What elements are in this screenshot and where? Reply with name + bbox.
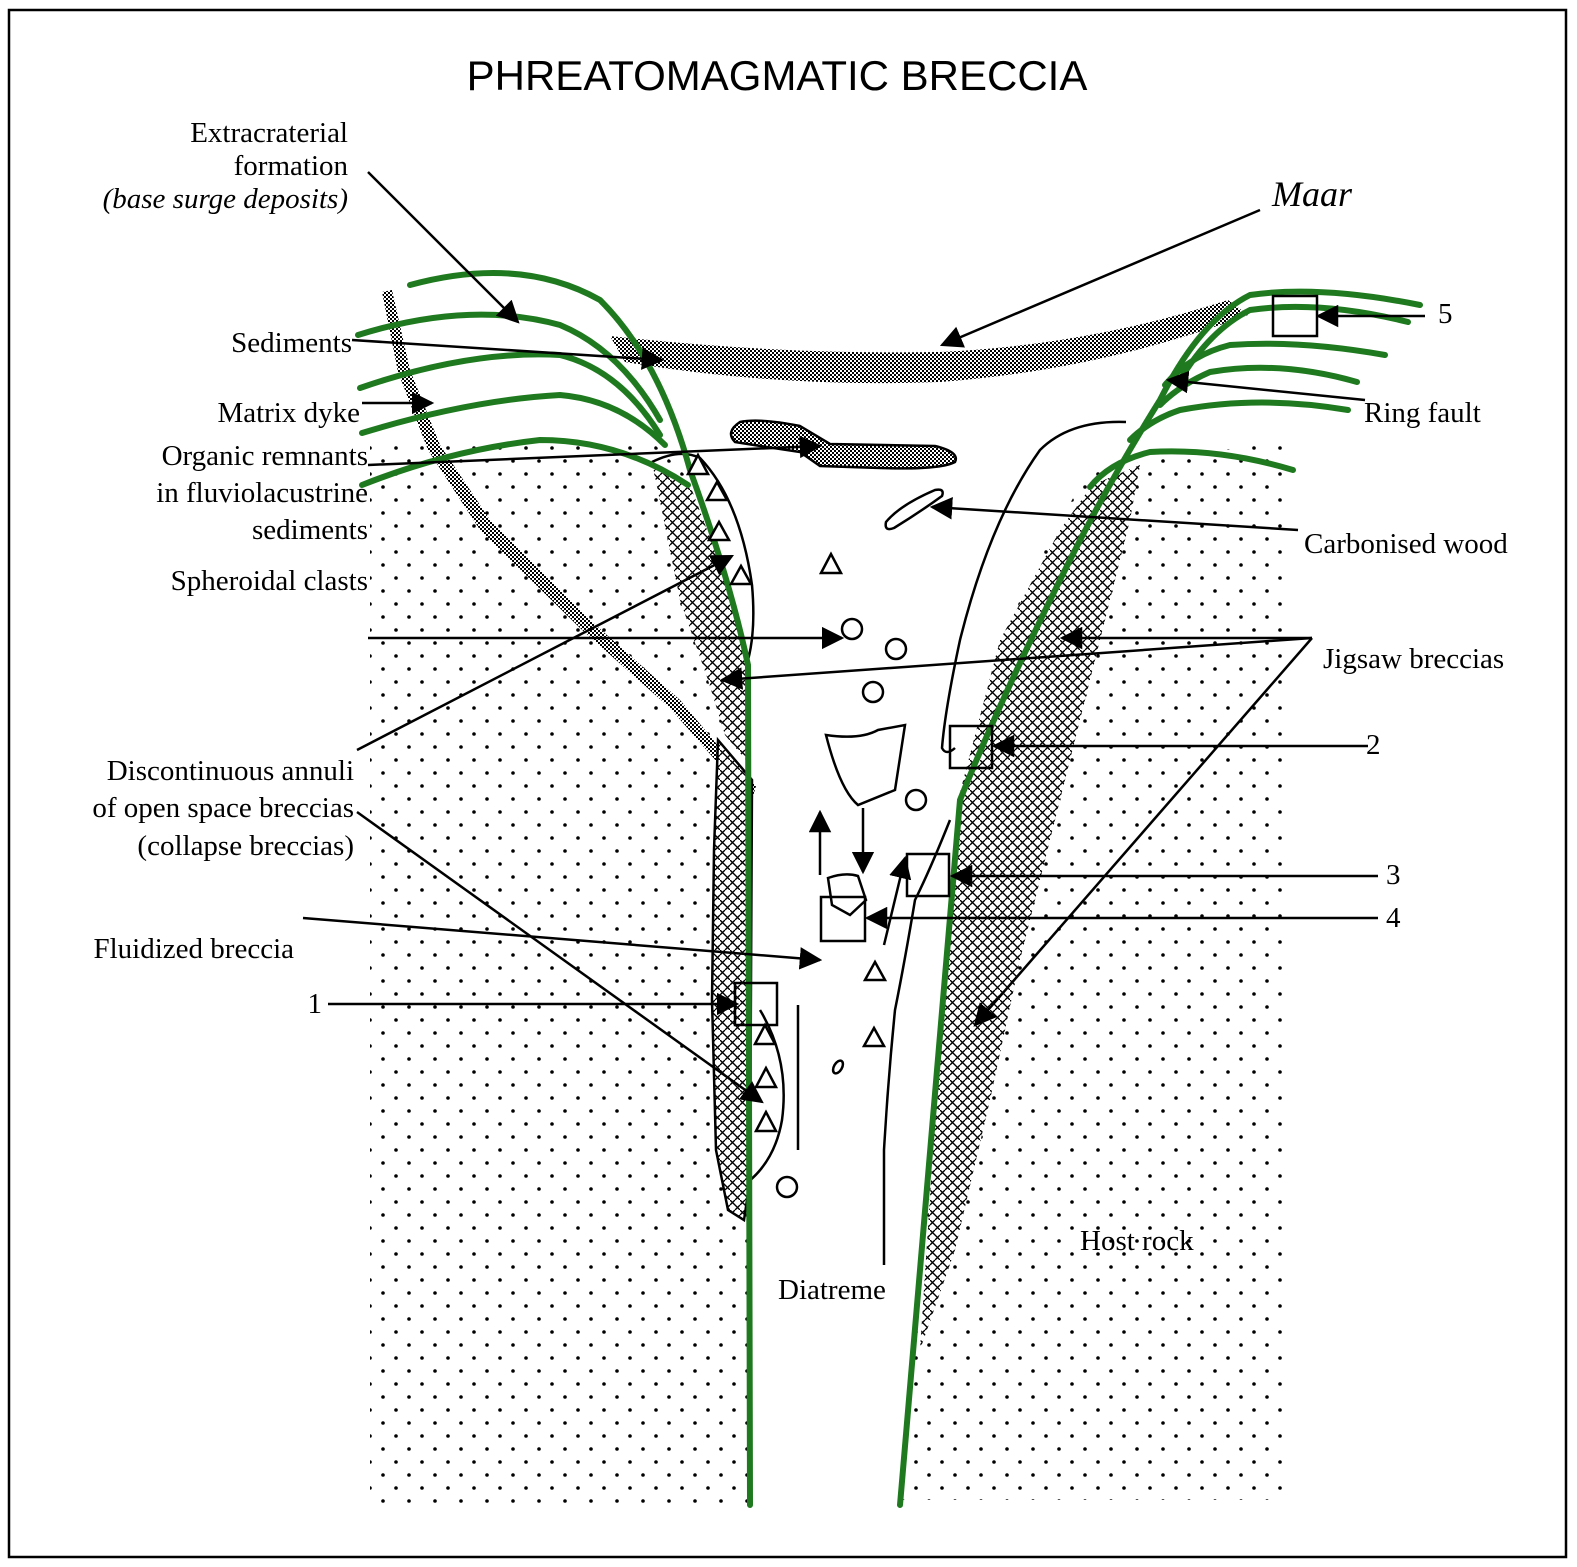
sample-box-5 — [1271, 294, 1319, 338]
label-base-surge: (base surge deposits) — [103, 183, 348, 215]
clast-triangle — [704, 479, 730, 502]
frame-border — [7, 8, 1568, 1559]
label-diatreme: Diatreme — [778, 1274, 886, 1306]
label-matrix-dyke: Matrix dyke — [217, 397, 360, 429]
fracture-line-right — [882, 819, 952, 1265]
label-collapse-breccias: (collapse breccias) — [137, 830, 354, 862]
label-number-4: 4 — [1386, 902, 1401, 934]
label-organic-remnants: Organic remnants — [162, 440, 368, 472]
leader-arrows — [302, 171, 1425, 1104]
open-space-breccia-outline-right — [940, 420, 1127, 754]
open-space-breccia-outline-left-lower — [747, 1009, 785, 1183]
clast-circle — [831, 1059, 845, 1075]
carbonised-wood — [884, 488, 944, 531]
host-rock-left — [370, 440, 748, 1510]
label-number-3: 3 — [1386, 859, 1401, 891]
label-extracraterial: Extracraterial — [190, 117, 348, 149]
arrow-maar — [939, 208, 1261, 348]
clast-block — [826, 873, 868, 917]
arrow-sediments — [351, 338, 665, 370]
label-carbonised-wood: Carbonised wood — [1304, 528, 1508, 560]
breccia-clasts — [685, 452, 928, 1199]
arrow-flow-diag — [882, 855, 912, 946]
clast-triangle — [685, 452, 711, 476]
clast-triangle — [728, 563, 754, 586]
clast-circle — [775, 1175, 799, 1199]
label-fluidized-breccia: Fluidized breccia — [94, 933, 295, 965]
clast-triangle — [706, 519, 732, 542]
maar-sediments — [610, 300, 1248, 384]
label-jigsaw-breccias: Jigsaw breccias — [1323, 643, 1504, 675]
arrow-ring-fault — [1165, 370, 1366, 402]
label-organic-sediments: sediments — [252, 514, 368, 546]
arrow-fluidized — [302, 916, 823, 970]
clast-triangle — [818, 551, 844, 575]
label-sediments: Sediments — [231, 327, 352, 359]
arrow-jigsaw-lower — [973, 637, 1313, 1027]
clast-circle — [840, 617, 864, 641]
ring-fault-left — [355, 270, 753, 1508]
arrow-carbonised — [929, 497, 1299, 532]
page-title: PHREATOMAGMATIC BRECCIA — [467, 52, 1088, 99]
clast-circle — [884, 637, 908, 661]
clast-block — [824, 723, 907, 807]
arrow-annuli-lower — [356, 810, 764, 1104]
label-fluviolacustrine: in fluviolacustrine — [156, 477, 368, 509]
label-discontinuous-annuli: Discontinuous annuli — [107, 755, 354, 787]
clast-triangle — [862, 959, 888, 982]
label-spheroidal-clasts: Spheroidal clasts — [171, 565, 368, 597]
label-extracraterial-formation: formation — [234, 150, 349, 182]
clast-triangle — [753, 1109, 779, 1133]
label-open-space-breccias: of open space breccias — [92, 792, 354, 824]
label-number-2: 2 — [1366, 729, 1381, 761]
label-ring-fault: Ring fault — [1364, 397, 1481, 429]
label-number-5: 5 — [1438, 298, 1453, 330]
label-host-rock: Host rock — [1080, 1225, 1194, 1257]
arrow-annuli-upper — [356, 554, 734, 752]
jigsaw-breccia-right — [920, 465, 1140, 1350]
ring-fault-right — [897, 288, 1423, 1508]
clast-triangle — [752, 1022, 778, 1046]
clast-triangle — [861, 1025, 887, 1048]
label-number-1: 1 — [308, 988, 323, 1020]
clast-triangle — [753, 1065, 779, 1089]
clast-circle — [861, 680, 885, 704]
arrow-organic — [367, 435, 823, 467]
label-maar: Maar — [1271, 174, 1353, 214]
arrow-extracraterial — [367, 171, 520, 324]
clast-circle — [904, 788, 928, 812]
arrow-jigsaw-left — [719, 636, 1313, 690]
organic-remnants-lens — [729, 419, 958, 470]
